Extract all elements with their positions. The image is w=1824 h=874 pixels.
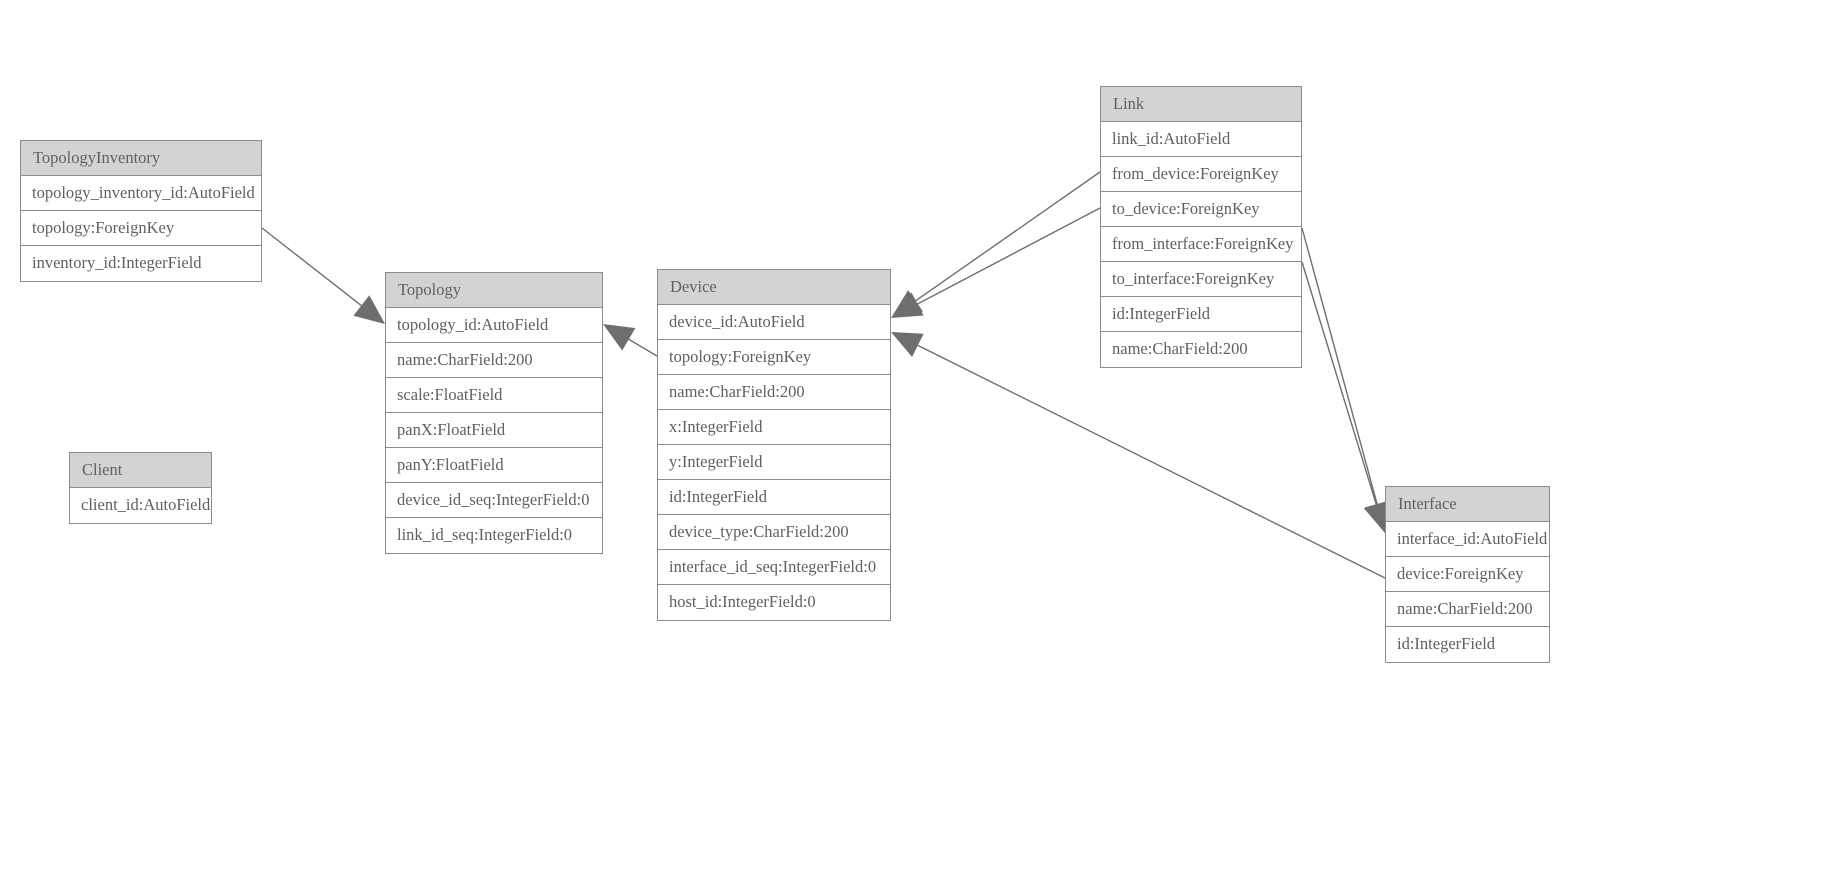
entity-field-row[interactable]: scale:FloatField xyxy=(386,378,602,413)
relationship-arrowhead xyxy=(891,290,924,318)
entity-field-row[interactable]: to_interface:ForeignKey xyxy=(1101,262,1301,297)
entity-field-row[interactable]: topology_id:AutoField xyxy=(386,308,602,343)
relationship-line xyxy=(261,227,362,307)
relationship-line xyxy=(915,171,1101,302)
relationship-arrowhead xyxy=(603,324,636,351)
relationship-edge xyxy=(1301,227,1390,533)
entity-field-row[interactable]: panX:FloatField xyxy=(386,413,602,448)
relationship-edge xyxy=(891,207,1101,318)
entity-field-row[interactable]: client_id:AutoField xyxy=(70,488,211,523)
entity-field-row[interactable]: link_id_seq:IntegerField:0 xyxy=(386,518,602,553)
entity-field-row[interactable]: id:IntegerField xyxy=(658,480,890,515)
entity-field-row[interactable]: topology:ForeignKey xyxy=(658,340,890,375)
entity-field-row[interactable]: id:IntegerField xyxy=(1101,297,1301,332)
relationship-arrowhead xyxy=(891,292,924,318)
entity-field-row[interactable]: topology_inventory_id:AutoField xyxy=(21,176,261,211)
entity-title-device: Device xyxy=(658,270,890,305)
entity-field-row[interactable]: y:IntegerField xyxy=(658,445,890,480)
relationship-line xyxy=(1301,227,1378,505)
relationship-arrowhead xyxy=(353,295,385,324)
entity-title-topology_inventory: TopologyInventory xyxy=(21,141,261,176)
entity-field-row[interactable]: from_interface:ForeignKey xyxy=(1101,227,1301,262)
relationship-line xyxy=(1301,261,1377,505)
entity-field-row[interactable]: id:IntegerField xyxy=(1386,627,1549,662)
relationship-line xyxy=(917,207,1101,305)
entity-field-row[interactable]: name:CharField:200 xyxy=(658,375,890,410)
relationship-line xyxy=(628,338,658,357)
entity-title-topology: Topology xyxy=(386,273,602,308)
entity-field-row[interactable]: name:CharField:200 xyxy=(386,343,602,378)
entity-field-row[interactable]: interface_id:AutoField xyxy=(1386,522,1549,557)
entity-field-row[interactable]: from_device:ForeignKey xyxy=(1101,157,1301,192)
entity-title-link: Link xyxy=(1101,87,1301,122)
entity-field-row[interactable]: panY:FloatField xyxy=(386,448,602,483)
entity-field-row[interactable]: device_id:AutoField xyxy=(658,305,890,340)
entity-title-client: Client xyxy=(70,453,211,488)
entity-title-interface: Interface xyxy=(1386,487,1549,522)
entity-field-row[interactable]: interface_id_seq:IntegerField:0 xyxy=(658,550,890,585)
relationship-edge xyxy=(891,332,1386,579)
relationship-arrowhead xyxy=(891,332,924,358)
entity-field-row[interactable]: name:CharField:200 xyxy=(1386,592,1549,627)
entity-field-row[interactable]: to_device:ForeignKey xyxy=(1101,192,1301,227)
entity-field-row[interactable]: device_type:CharField:200 xyxy=(658,515,890,550)
entity-field-row[interactable]: topology:ForeignKey xyxy=(21,211,261,246)
relationship-edge xyxy=(891,171,1101,318)
entity-field-row[interactable]: device_id_seq:IntegerField:0 xyxy=(386,483,602,518)
entity-field-row[interactable]: link_id:AutoField xyxy=(1101,122,1301,157)
relationship-edge xyxy=(261,227,385,324)
entity-field-row[interactable]: host_id:IntegerField:0 xyxy=(658,585,890,620)
relationship-edge xyxy=(1301,261,1389,533)
entity-field-row[interactable]: device:ForeignKey xyxy=(1386,557,1549,592)
relationship-line xyxy=(917,344,1386,579)
entity-field-row[interactable]: x:IntegerField xyxy=(658,410,890,445)
relationship-edge xyxy=(603,324,658,357)
entity-field-row[interactable]: name:CharField:200 xyxy=(1101,332,1301,367)
entity-field-row[interactable]: inventory_id:IntegerField xyxy=(21,246,261,281)
